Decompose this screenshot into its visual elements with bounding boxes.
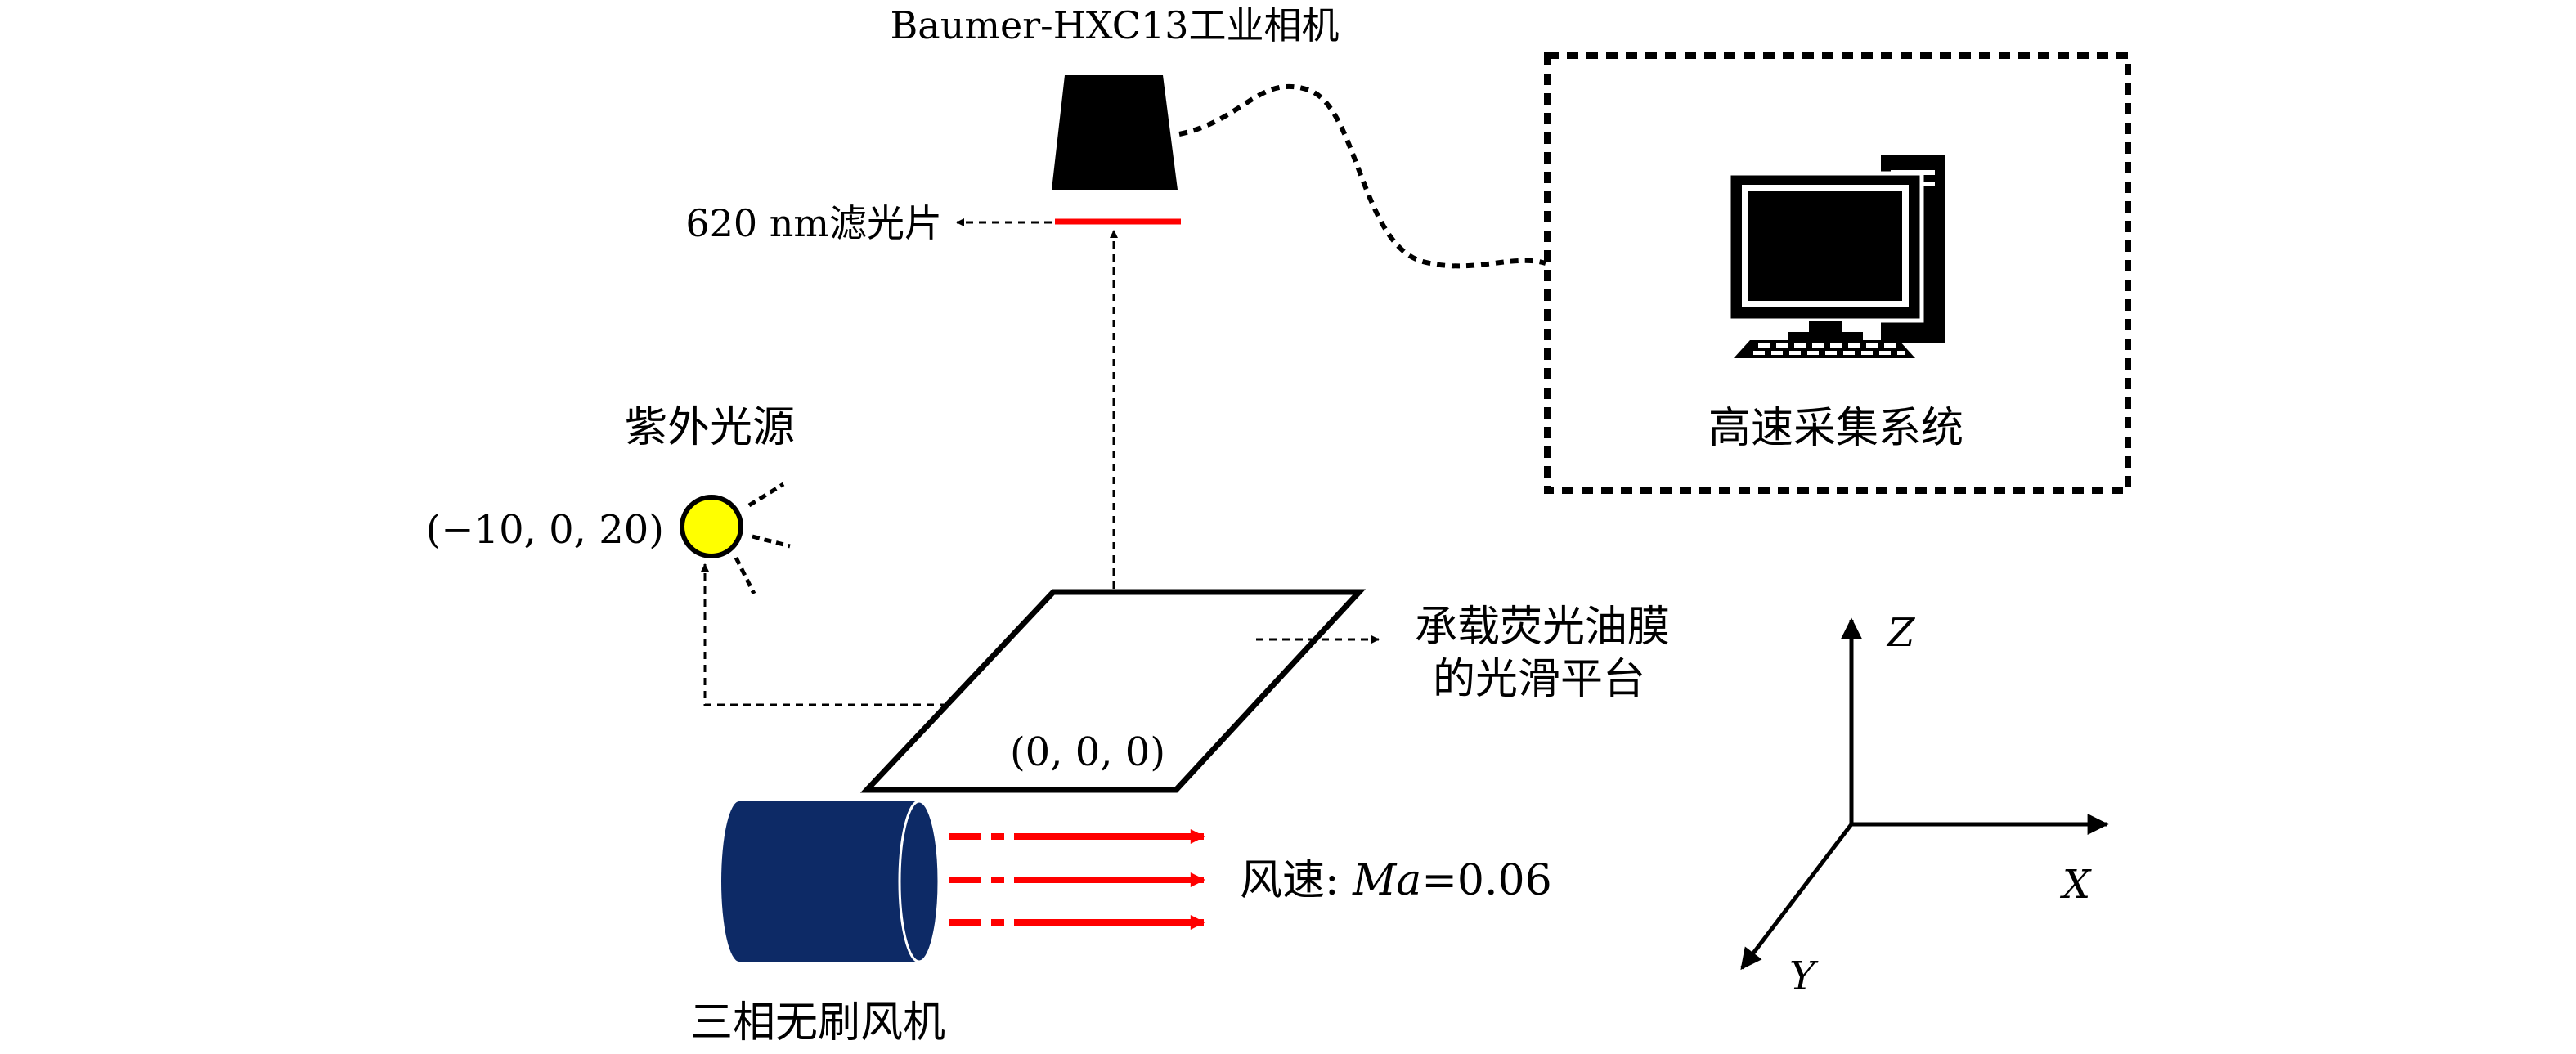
wind-value: =0.06 — [1421, 856, 1551, 905]
uv-source-label: 紫外光源 — [625, 403, 795, 452]
z-axis-label: Z — [1886, 610, 1916, 656]
fan — [721, 800, 940, 963]
wind-label: 风速: Ma=0.06 — [1240, 856, 1552, 905]
camera-cable — [1178, 83, 1546, 269]
computer-box — [1544, 52, 2131, 494]
y-axis — [1740, 823, 1853, 971]
coordinate-axes — [1740, 617, 2109, 971]
camera-label: Baumer-HXC13工业相机 — [890, 3, 1339, 47]
fan-label: 三相无刷风机 — [690, 998, 945, 1047]
lamp-icon — [680, 482, 791, 595]
camera-body — [1052, 75, 1178, 190]
platform — [859, 589, 1367, 793]
platform-label-line1: 承载荧光油膜 — [1415, 603, 1670, 652]
desktop-computer-icon — [1726, 155, 1945, 358]
computer-label: 高速采集系统 — [1708, 404, 1963, 453]
x-axis-label: X — [2059, 862, 2092, 908]
wind-streams — [949, 829, 1205, 930]
filter-label: 620 nm滤光片 — [685, 201, 942, 245]
origin-label: (0, 0, 0) — [1010, 729, 1165, 775]
wind-symbol: Ma — [1352, 856, 1421, 905]
uv-source-coords: (−10, 0, 20) — [426, 507, 664, 553]
wind-prefix: 风速: — [1240, 856, 1353, 905]
y-axis-label: Y — [1789, 953, 1819, 999]
platform-label-line2: 的光滑平台 — [1433, 655, 1645, 704]
camera — [1052, 75, 1181, 225]
